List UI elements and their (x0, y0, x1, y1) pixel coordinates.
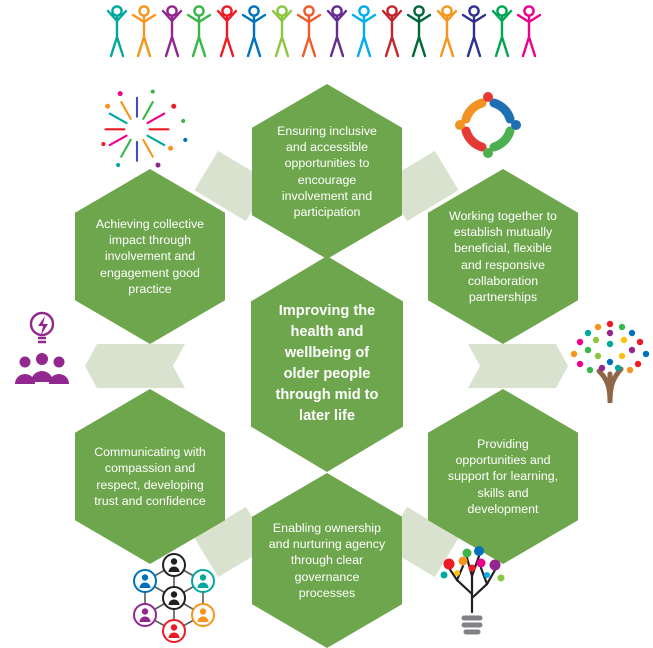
hexagon-top: Ensuring inclusive and accessible opport… (252, 84, 402, 259)
team-idea-lightbulb-icon (8, 308, 76, 398)
hexagon-top-right-label: Working together to establish mutually b… (449, 209, 557, 304)
hexagon-center: Improving the health and wellbeing of ol… (251, 256, 403, 472)
hexagon-center-label: Improving the health and wellbeing of ol… (275, 302, 379, 425)
hexagon-bottom-left-label: Communicating with compassion and respec… (94, 445, 206, 508)
hexagon-bottom-right-label: Providing opportunities and support for … (447, 437, 559, 516)
hexagon-top-right: Working together to establish mutually b… (428, 169, 578, 344)
hand-print-tree-icon (568, 318, 653, 408)
diverse-people-banner-icon (105, 4, 550, 67)
fireworks-icon (95, 85, 200, 185)
idea-tree-lightbulb-icon (437, 542, 507, 648)
hexagon-top-left-label: Achieving collective impact through invo… (95, 217, 205, 296)
hexagon-bottom-label: Enabling ownership and nurturing agency … (268, 521, 386, 600)
people-network-icon (128, 552, 220, 648)
connector-left (85, 344, 185, 388)
hexagon-top-label: Ensuring inclusive and accessible opport… (277, 124, 377, 219)
hexagon-bottom: Enabling ownership and nurturing agency … (252, 473, 402, 648)
connector-right (468, 344, 568, 388)
teamwork-circle-icon (448, 85, 528, 170)
